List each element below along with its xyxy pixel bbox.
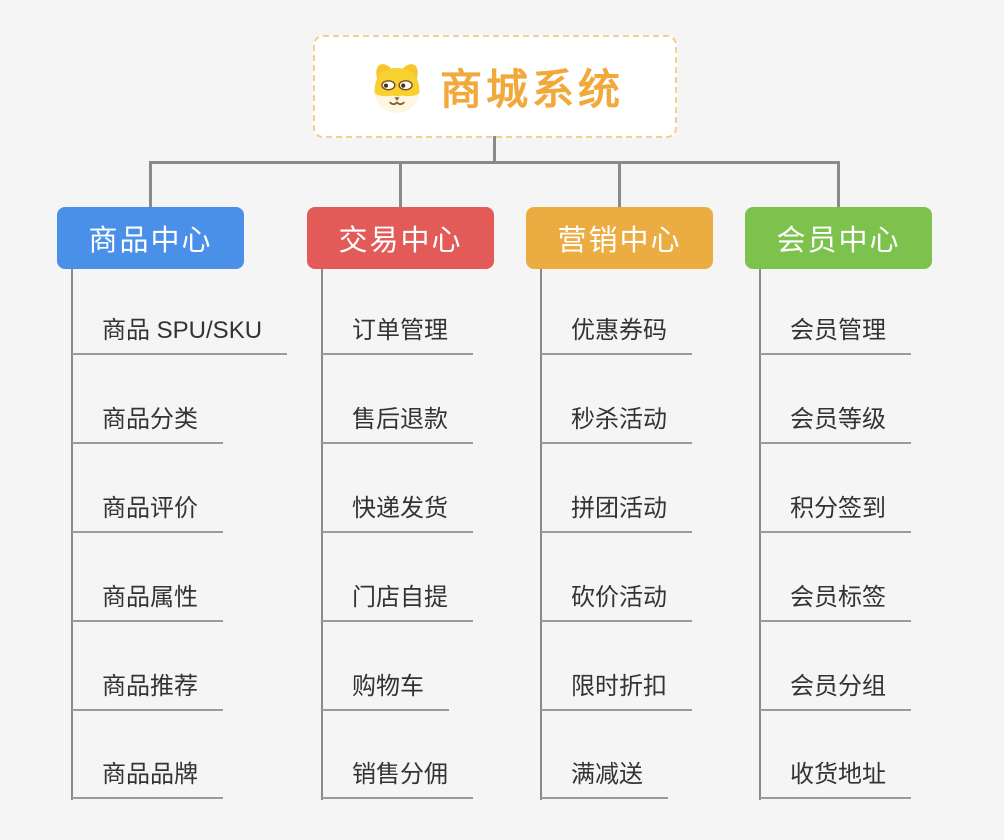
- connector-line: [493, 136, 496, 163]
- leaf-node[interactable]: 秒杀活动: [541, 398, 692, 444]
- leaf-node[interactable]: 满减送: [541, 753, 668, 799]
- dog-face-icon: [366, 58, 428, 116]
- leaf-node[interactable]: 商品分类: [72, 398, 223, 444]
- root-node[interactable]: 商城系统: [313, 35, 677, 138]
- leaf-node[interactable]: 订单管理: [322, 309, 473, 355]
- connector-line: [149, 161, 152, 209]
- connector-line: [149, 161, 840, 164]
- branch-node[interactable]: 交易中心: [307, 207, 494, 269]
- connector-line: [399, 161, 402, 209]
- leaf-node[interactable]: 拼团活动: [541, 487, 692, 533]
- connector-line: [71, 269, 73, 800]
- connector-line: [321, 269, 323, 800]
- leaf-node[interactable]: 商品 SPU/SKU: [72, 309, 288, 355]
- branch-node[interactable]: 会员中心: [745, 207, 932, 269]
- connector-line: [837, 161, 840, 209]
- branch-label: 会员中心: [776, 225, 901, 257]
- branch-label: 交易中心: [338, 225, 463, 257]
- leaf-node[interactable]: 砍价活动: [541, 576, 692, 622]
- leaf-node[interactable]: 商品品牌: [72, 753, 223, 799]
- leaf-node[interactable]: 积分签到: [760, 487, 911, 533]
- connector-line: [618, 161, 621, 209]
- branch-node[interactable]: 商品中心: [57, 207, 244, 269]
- leaf-node[interactable]: 会员标签: [760, 576, 911, 622]
- branch-node[interactable]: 营销中心: [526, 207, 713, 269]
- leaf-node[interactable]: 会员等级: [760, 398, 911, 444]
- leaf-node[interactable]: 优惠券码: [541, 309, 692, 355]
- leaf-node[interactable]: 会员管理: [760, 309, 911, 355]
- leaf-node[interactable]: 会员分组: [760, 665, 911, 711]
- connector-line: [759, 269, 761, 800]
- leaf-node[interactable]: 售后退款: [322, 398, 473, 444]
- connector-line: [540, 269, 542, 800]
- branch-label: 商品中心: [88, 225, 213, 257]
- leaf-node[interactable]: 购物车: [322, 665, 449, 711]
- leaf-node[interactable]: 收货地址: [760, 753, 911, 799]
- leaf-node[interactable]: 限时折扣: [541, 665, 692, 711]
- leaf-node[interactable]: 门店自提: [322, 576, 473, 622]
- leaf-node[interactable]: 快递发货: [322, 487, 473, 533]
- root-title: 商城系统: [439, 66, 624, 113]
- branch-label: 营销中心: [557, 225, 682, 257]
- leaf-node[interactable]: 商品评价: [72, 487, 223, 533]
- leaf-node[interactable]: 销售分佣: [322, 753, 473, 799]
- leaf-node[interactable]: 商品推荐: [72, 665, 223, 711]
- leaf-node[interactable]: 商品属性: [72, 576, 223, 622]
